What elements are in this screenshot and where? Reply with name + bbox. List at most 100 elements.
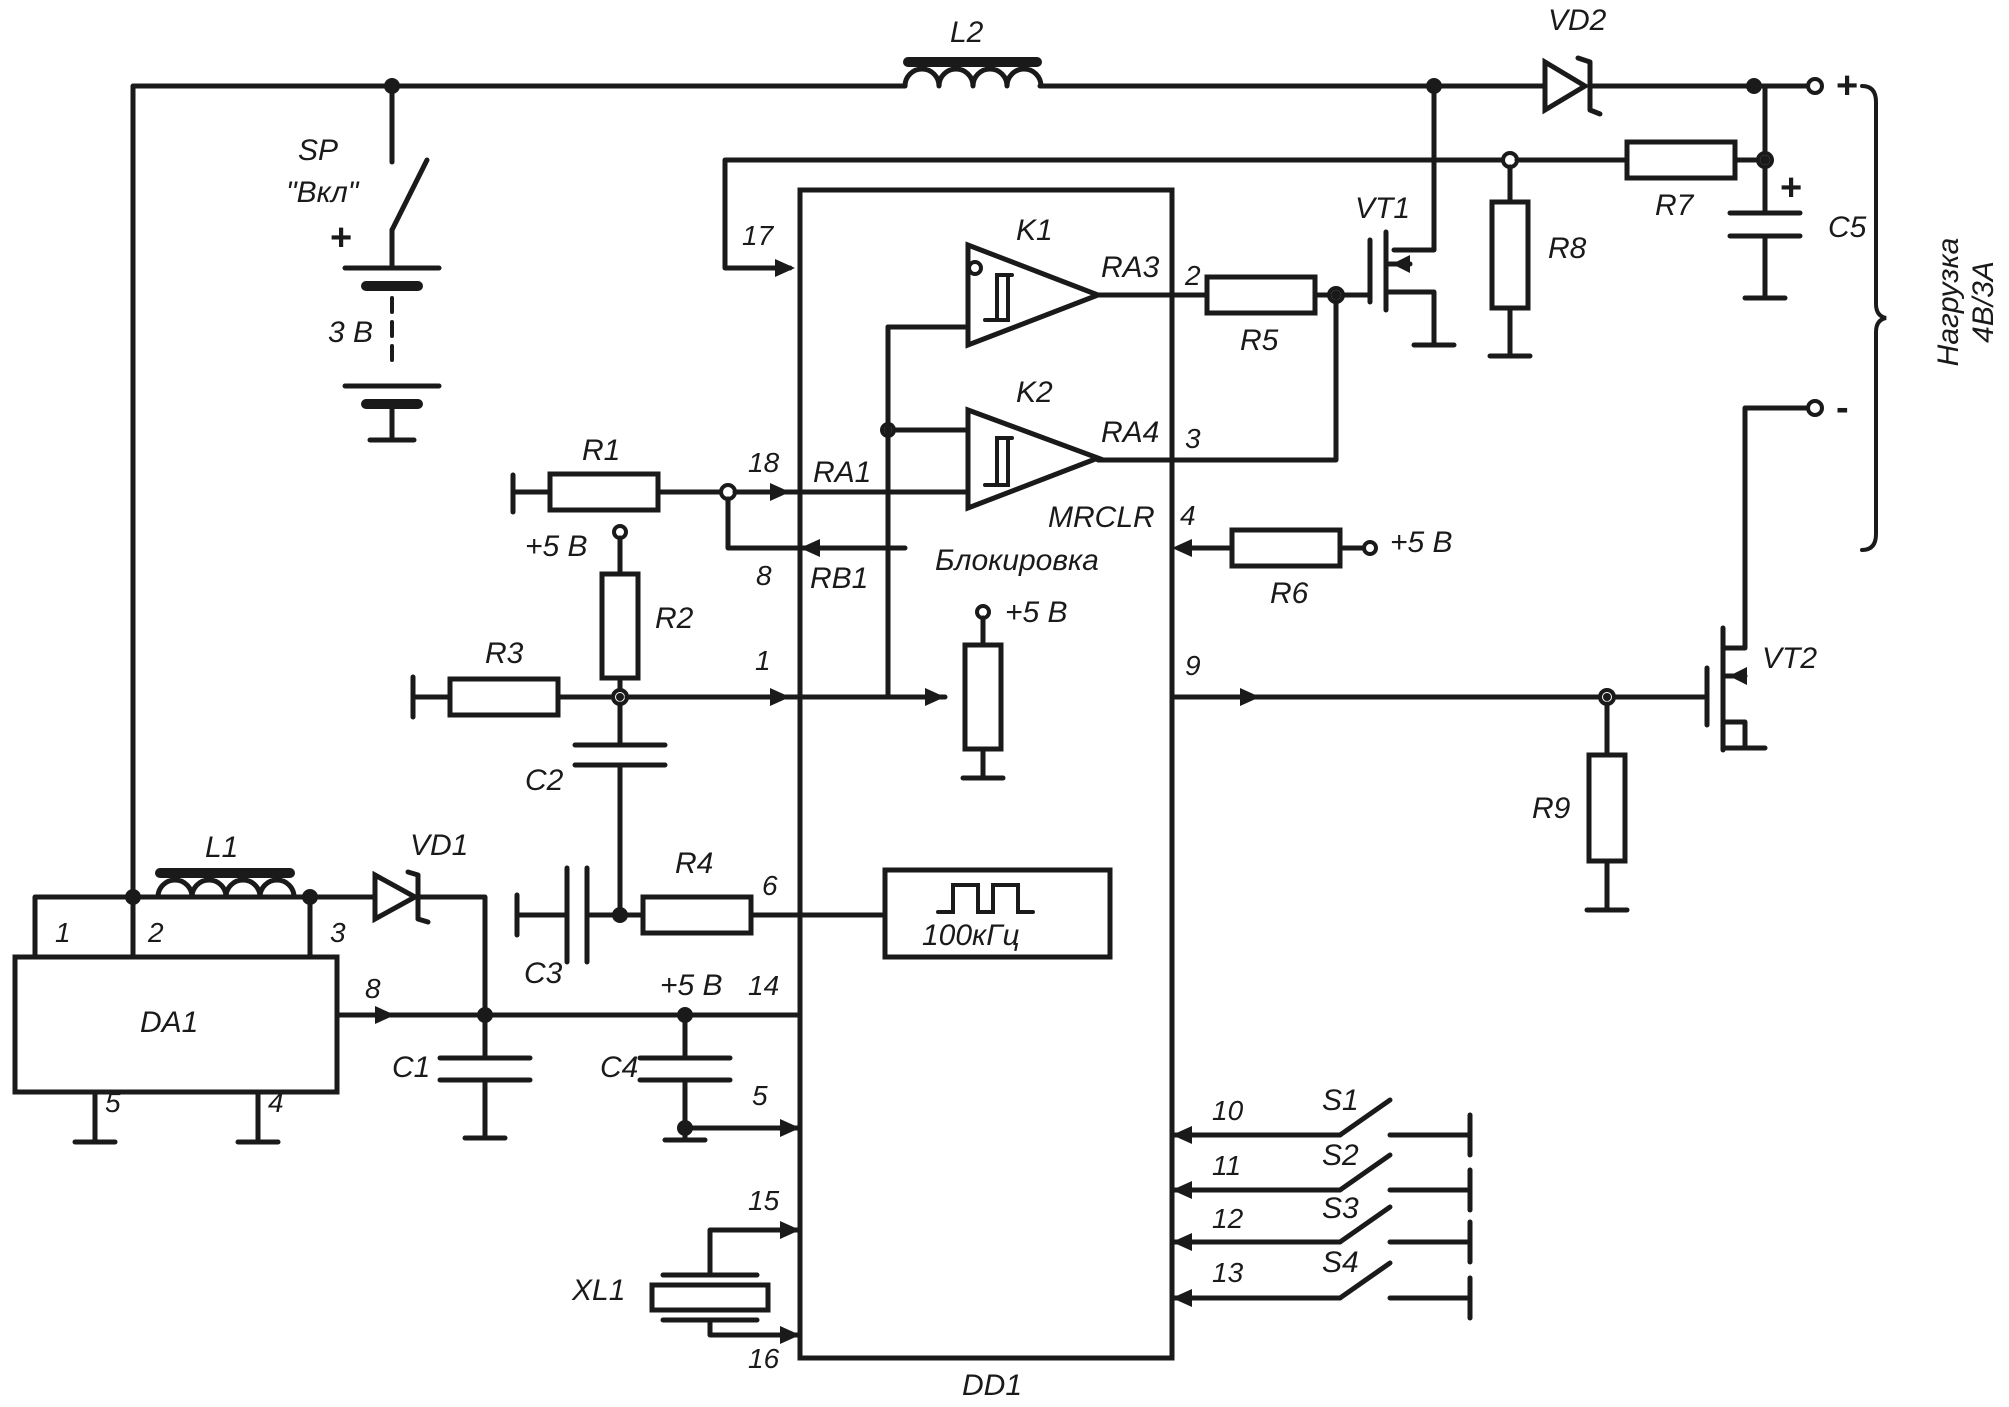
resistor-r4-net: R4 6 bbox=[640, 847, 888, 936]
top-rail bbox=[130, 78, 1811, 890]
label-s4: S4 bbox=[1322, 1246, 1359, 1279]
pin-8-dd1: 8 bbox=[756, 560, 772, 591]
battery: + 3 В bbox=[328, 217, 442, 443]
label-l2: L2 bbox=[950, 16, 984, 49]
diode-vd2: VD2 bbox=[1542, 4, 1607, 117]
output-minus-sign: - bbox=[1836, 387, 1849, 429]
r2-supply: +5 В bbox=[525, 530, 588, 563]
capacitor-c2: C2 bbox=[525, 701, 668, 918]
signal-block: Блокировка bbox=[935, 544, 1099, 577]
label-vd1: VD1 bbox=[410, 829, 468, 862]
label-r9: R9 bbox=[1532, 792, 1571, 825]
resistor-r1-net: R1 18 8 RA1 RB1 Блокировка bbox=[510, 434, 1099, 595]
signal-ra4: RA4 bbox=[1101, 416, 1159, 449]
signal-mrclr: MRCLR bbox=[1048, 501, 1155, 534]
microcontroller-dd1: DD1 bbox=[797, 187, 1175, 1402]
pin-16: 16 bbox=[748, 1343, 780, 1374]
pin-3: 3 bbox=[1185, 423, 1201, 454]
load-rating: 4В/3А bbox=[1967, 261, 2000, 343]
pin-13: 13 bbox=[1212, 1257, 1244, 1288]
resistor-r2: +5 В R2 bbox=[525, 524, 694, 693]
battery-plus-sign: + bbox=[330, 217, 352, 259]
label-r3: R3 bbox=[485, 637, 524, 670]
oscillator-label: 100кГц bbox=[922, 919, 1020, 952]
pin-8-da1: 8 bbox=[365, 973, 381, 1004]
oscillator-100khz: 100кГц bbox=[882, 867, 1113, 960]
pin-18: 18 bbox=[748, 447, 780, 478]
capacitor-c1: C1 bbox=[392, 1012, 533, 1141]
pin-9: 9 bbox=[1185, 650, 1201, 681]
label-dd1: DD1 bbox=[962, 1369, 1022, 1402]
capacitor-c4: C4 5 bbox=[600, 1012, 803, 1143]
pin-10: 10 bbox=[1212, 1095, 1244, 1126]
c5-plus-sign: + bbox=[1780, 167, 1802, 209]
label-s1: S1 bbox=[1322, 1084, 1359, 1117]
resistor-r9: R9 bbox=[1532, 701, 1630, 913]
potentiometer: +5 В bbox=[960, 596, 1068, 781]
pin-4-da1: 4 bbox=[268, 1087, 284, 1118]
load-label: Нагрузка bbox=[1932, 238, 1965, 367]
label-c5: C5 bbox=[1828, 211, 1867, 244]
bus-supply: +5 В bbox=[660, 969, 723, 1002]
inductor-l2: L2 bbox=[902, 16, 1044, 89]
switch-s4: 13 S4 bbox=[1169, 1246, 1473, 1321]
pin-5-da1: 5 bbox=[105, 1087, 121, 1118]
label-vt2: VT2 bbox=[1762, 642, 1817, 675]
pin-1: 1 bbox=[755, 645, 771, 676]
label-da1: DA1 bbox=[140, 1006, 198, 1039]
resistor-r7: R7 bbox=[1624, 139, 1763, 222]
pin-1-da1: 1 bbox=[55, 917, 71, 948]
label-r6: R6 bbox=[1270, 577, 1309, 610]
pin-17: 17 bbox=[742, 220, 775, 251]
crystal-xl1: XL1 15 16 bbox=[571, 1185, 803, 1374]
power-switch-sp: SP "Вкл" bbox=[286, 83, 430, 271]
label-vt1: VT1 bbox=[1355, 192, 1410, 225]
label-xl1: XL1 bbox=[571, 1274, 625, 1307]
pin9-net: 9 bbox=[1169, 650, 1710, 706]
label-c1: C1 bbox=[392, 1051, 430, 1084]
pin-14: 14 bbox=[748, 970, 779, 1001]
resistor-r6-net: 4 +5 В R6 bbox=[1172, 500, 1453, 610]
label-r5: R5 bbox=[1240, 324, 1279, 357]
label-r4: R4 bbox=[675, 847, 713, 880]
pin-5-dd1: 5 bbox=[752, 1080, 768, 1111]
pot-supply: +5 В bbox=[1005, 596, 1068, 629]
label-c2: C2 bbox=[525, 764, 564, 797]
comparator-k2: K2 RA4 bbox=[880, 376, 1159, 512]
label-r1: R1 bbox=[582, 434, 620, 467]
label-r2: R2 bbox=[655, 602, 694, 635]
capacitor-c5: + C5 bbox=[1727, 83, 1867, 301]
switch-s1: 10 S1 bbox=[1169, 1084, 1473, 1158]
pin-11: 11 bbox=[1212, 1150, 1241, 1181]
label-sp: SP bbox=[298, 134, 338, 167]
battery-voltage: 3 В bbox=[328, 316, 373, 349]
label-k2: K2 bbox=[1016, 376, 1053, 409]
signal-rb1: RB1 bbox=[810, 562, 868, 595]
supply-bus-5v: 8 +5 В 14 bbox=[334, 969, 803, 1024]
capacitor-c3: C3 bbox=[514, 865, 646, 990]
transistor-vt2: VT2 - bbox=[1704, 387, 1849, 753]
pin-2-da1: 2 bbox=[147, 917, 164, 948]
label-r7: R7 bbox=[1655, 189, 1695, 222]
signal-ra1: RA1 bbox=[813, 456, 871, 489]
output-plus-terminal: + bbox=[1806, 65, 1858, 107]
label-l1: L1 bbox=[205, 831, 238, 864]
label-c4: C4 bbox=[600, 1051, 638, 1084]
pin-3-da1: 3 bbox=[330, 917, 346, 948]
label-vd2: VD2 bbox=[1548, 4, 1607, 37]
pin-6: 6 bbox=[762, 870, 778, 901]
label-r8: R8 bbox=[1548, 232, 1587, 265]
inductor-l1: L1 bbox=[155, 831, 297, 900]
load-bracket: Нагрузка 4В/3А bbox=[1860, 84, 2000, 552]
diode-vd1: VD1 bbox=[307, 829, 488, 1018]
switch-s2: 11 S2 bbox=[1169, 1139, 1473, 1213]
r6-supply: +5 В bbox=[1390, 526, 1453, 559]
converter-da1: DA1 1 2 3 5 4 bbox=[12, 884, 346, 1145]
resistor-r3-net: R3 1 bbox=[410, 324, 948, 720]
label-sp-on: "Вкл" bbox=[286, 176, 360, 209]
pin-15: 15 bbox=[748, 1185, 780, 1216]
ra3-net: 2 3 R5 bbox=[1095, 260, 1373, 463]
pin-4-dd1: 4 bbox=[1180, 500, 1196, 531]
output-plus-sign: + bbox=[1836, 65, 1858, 107]
